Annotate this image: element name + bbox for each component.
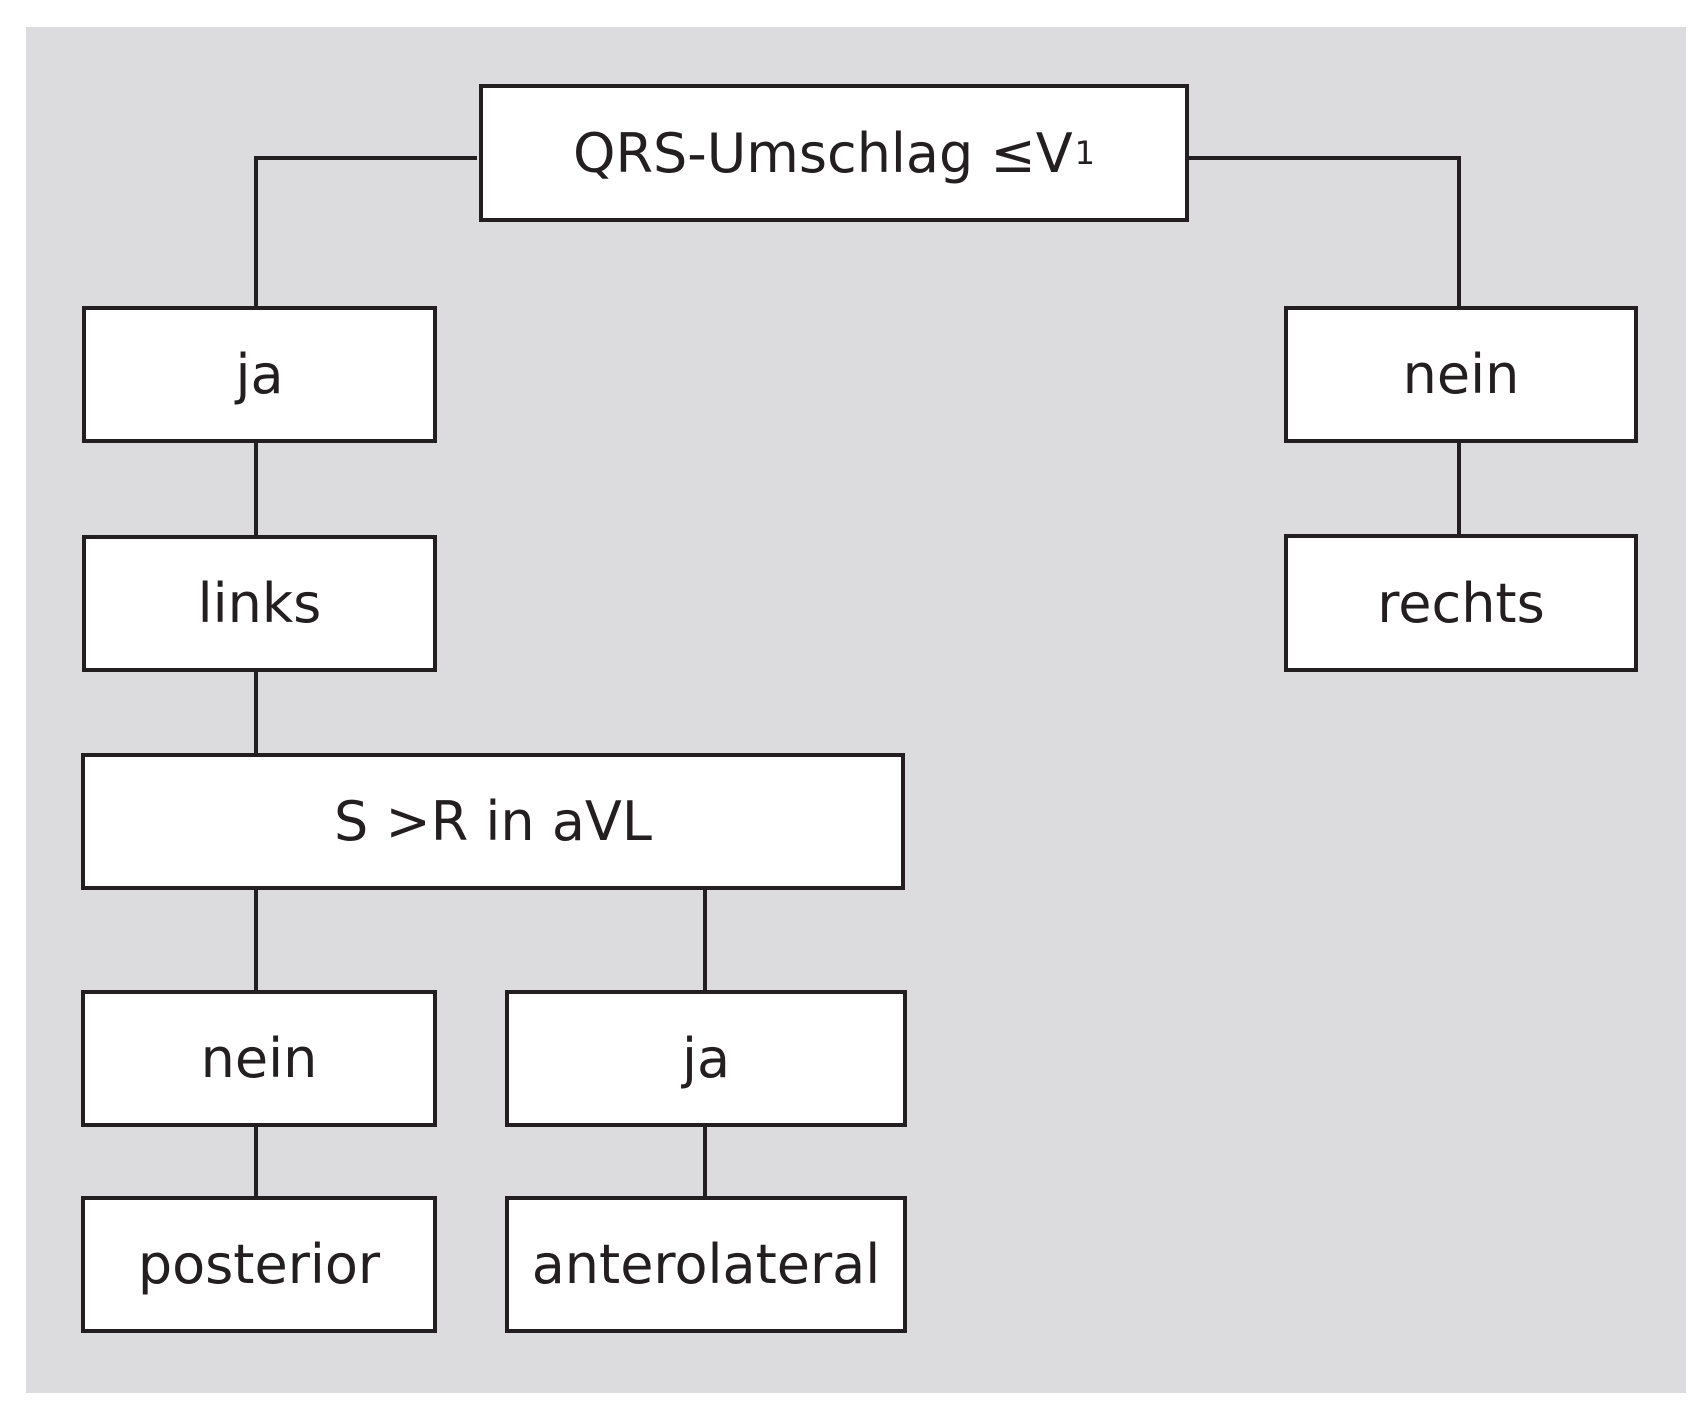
criterion-label: S >R in aVL [334, 790, 652, 853]
criterion-node: S >R in aVL [81, 753, 905, 890]
posterior-label: posterior [137, 1233, 381, 1296]
criterion-no-label: nein [200, 1027, 318, 1090]
diagram-panel [26, 27, 1686, 1393]
right-result-label: rechts [1377, 571, 1545, 635]
posterior-node: posterior [81, 1196, 437, 1333]
right-result-node: rechts [1284, 534, 1638, 672]
left-answer-label: ja [235, 343, 284, 406]
left-result-node: links [82, 535, 437, 672]
criterion-yes-node: ja [505, 990, 907, 1127]
right-answer-node: nein [1284, 306, 1638, 443]
right-answer-label: nein [1402, 343, 1520, 406]
root-subscript: 1 [1074, 134, 1096, 172]
anterolateral-label: anterolateral [531, 1233, 881, 1296]
left-answer-node: ja [82, 306, 437, 443]
anterolateral-node: anterolateral [505, 1196, 907, 1333]
connector-root-to-nein [1187, 156, 1461, 308]
criterion-no-node: nein [81, 990, 437, 1127]
left-result-label: links [197, 572, 322, 635]
connector-root-to-ja [254, 156, 477, 308]
criterion-yes-label: ja [681, 1027, 731, 1090]
root-label: QRS-Umschlag ≤V [572, 121, 1073, 185]
